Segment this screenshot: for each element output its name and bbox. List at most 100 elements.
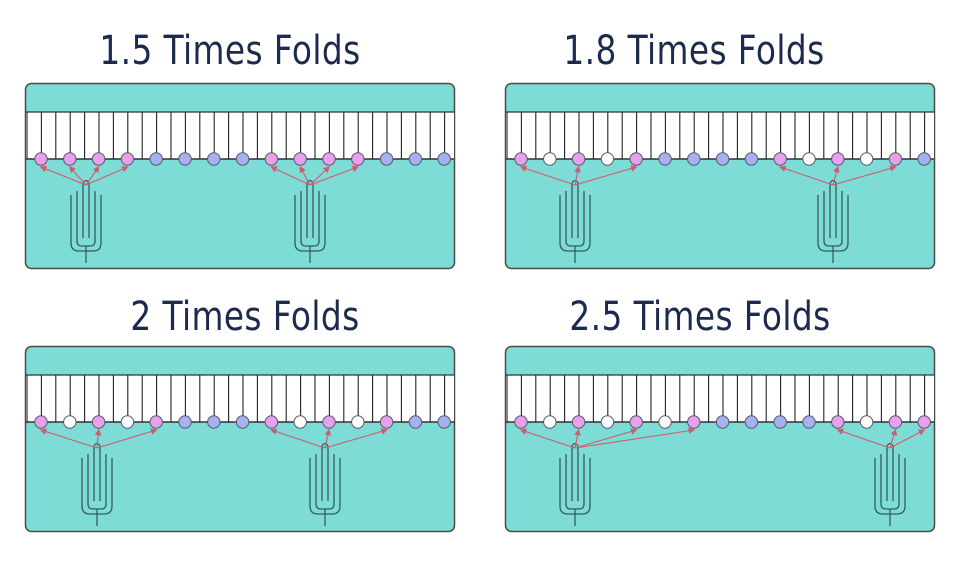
fold-arrow	[309, 166, 330, 186]
ring-pink	[322, 415, 336, 429]
ring-white	[859, 415, 874, 429]
panel-title-2: 1.8 Times Folds	[563, 28, 825, 74]
ring-pink	[831, 152, 845, 166]
fold-arrow	[68, 166, 87, 186]
ring-pink	[514, 152, 528, 166]
ring-blue	[437, 415, 451, 429]
ring-blue	[715, 152, 730, 166]
panel-title-4: 2.5 Times Folds	[569, 294, 831, 340]
ring-pink	[120, 152, 135, 166]
ring-blue	[207, 152, 221, 166]
panel-body	[24, 82, 456, 270]
pleat-band	[506, 112, 934, 159]
ring-blue	[235, 152, 250, 166]
ring-pink	[91, 152, 106, 166]
fold-arrow	[574, 165, 581, 186]
pinch-hook-icon	[70, 179, 102, 263]
ring-blue	[658, 152, 672, 166]
fold-arrow	[96, 428, 158, 449]
ring-pink	[888, 415, 903, 429]
fold-panel-2	[504, 82, 936, 270]
ring-pink	[351, 152, 365, 166]
pinch-hook-icon	[559, 442, 591, 526]
ring-white	[802, 152, 816, 166]
ring-pink	[629, 415, 643, 429]
ring-blue	[773, 415, 787, 429]
fold-arrow	[574, 428, 581, 449]
panel-body	[504, 82, 936, 270]
ring-pink	[773, 152, 787, 166]
ring-pink	[514, 415, 528, 429]
ring-blue	[715, 415, 730, 429]
fold-arrow	[574, 165, 638, 186]
fold-arrow	[778, 165, 834, 186]
fold-arrow	[270, 166, 311, 186]
ring-white	[63, 415, 77, 429]
ring-pink	[888, 152, 903, 166]
fold-arrow	[39, 428, 98, 449]
ring-white	[351, 415, 365, 429]
pinch-hook-icon	[817, 179, 849, 263]
ring-blue	[802, 415, 816, 429]
fold-arrow	[574, 427, 696, 449]
fold-arrow	[574, 428, 638, 449]
ring-pink	[34, 152, 48, 166]
pinch-hook-icon	[559, 179, 591, 263]
ring-white	[600, 415, 615, 429]
panel-title-3: 2 Times Folds	[130, 294, 360, 340]
ring-white	[658, 415, 672, 429]
ring-blue	[917, 152, 931, 166]
fold-arrow	[832, 165, 840, 186]
fold-arrow	[832, 165, 897, 186]
pinch-hook-icon	[309, 442, 341, 526]
ring-blue	[379, 152, 394, 166]
ring-pink	[91, 415, 106, 429]
ring-blue	[178, 152, 192, 166]
fold-arrow	[309, 165, 360, 186]
ring-blue	[437, 152, 451, 166]
ring-blue	[744, 415, 759, 429]
ring-white	[859, 152, 874, 166]
ring-pink	[293, 152, 307, 166]
ring-white	[293, 415, 307, 429]
fold-arrow	[519, 428, 576, 449]
fold-arrow	[836, 428, 891, 449]
panel-body	[24, 345, 456, 533]
fold-arrow	[299, 165, 311, 186]
ring-pink	[149, 415, 163, 429]
fold-arrow	[85, 166, 129, 186]
fold-arrow	[324, 428, 388, 449]
ring-pink	[322, 152, 336, 166]
ring-pink	[571, 152, 586, 166]
ring-blue	[235, 415, 250, 429]
ring-blue	[149, 152, 163, 166]
ring-blue	[408, 152, 423, 166]
fold-arrow	[39, 165, 87, 186]
pleat-band	[506, 375, 934, 422]
ring-pink	[571, 415, 586, 429]
pleat-band	[26, 112, 454, 159]
ring-pink	[63, 152, 77, 166]
ring-pink	[831, 415, 845, 429]
ring-pink	[917, 415, 931, 429]
ring-blue	[687, 152, 701, 166]
panel-body	[504, 345, 936, 533]
fold-arrow	[889, 428, 898, 449]
ring-blue	[207, 415, 221, 429]
ring-pink	[34, 415, 48, 429]
fold-panel-1	[24, 82, 456, 270]
ring-pink	[264, 152, 279, 166]
ring-blue	[178, 415, 192, 429]
fold-panel-4	[504, 345, 936, 533]
ring-pink	[687, 415, 701, 429]
fold-arrow	[889, 429, 926, 449]
ring-white	[543, 415, 557, 429]
fold-arrow	[94, 428, 102, 449]
ring-white	[120, 415, 135, 429]
fold-arrow	[324, 428, 332, 449]
fold-panel-3	[24, 345, 456, 533]
ring-white	[600, 152, 615, 166]
fold-arrow	[519, 165, 576, 186]
ring-pink	[264, 415, 279, 429]
